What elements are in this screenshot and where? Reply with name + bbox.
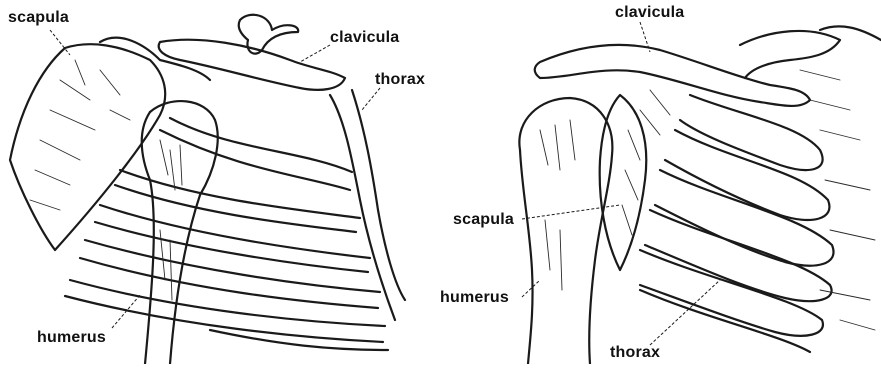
- right-humerus-label: humerus: [440, 290, 509, 306]
- left-scapula-label: scapula: [8, 10, 69, 26]
- left-humerus-label: humerus: [37, 330, 106, 346]
- right-humerus: [519, 98, 612, 364]
- right-ribs: [640, 95, 834, 352]
- right-view-drawing: [519, 22, 881, 364]
- right-clavicula-label: clavicula: [615, 5, 684, 21]
- right-clavicle: [535, 45, 810, 106]
- left-view-drawing: [10, 15, 405, 364]
- left-clavicle: [159, 40, 345, 90]
- left-ribs: [65, 118, 388, 350]
- left-thorax-label: thorax: [375, 72, 425, 88]
- right-thorax-label: thorax: [610, 345, 660, 361]
- right-scapula-label: scapula: [453, 212, 514, 228]
- left-clavicula-label: clavicula: [330, 30, 399, 46]
